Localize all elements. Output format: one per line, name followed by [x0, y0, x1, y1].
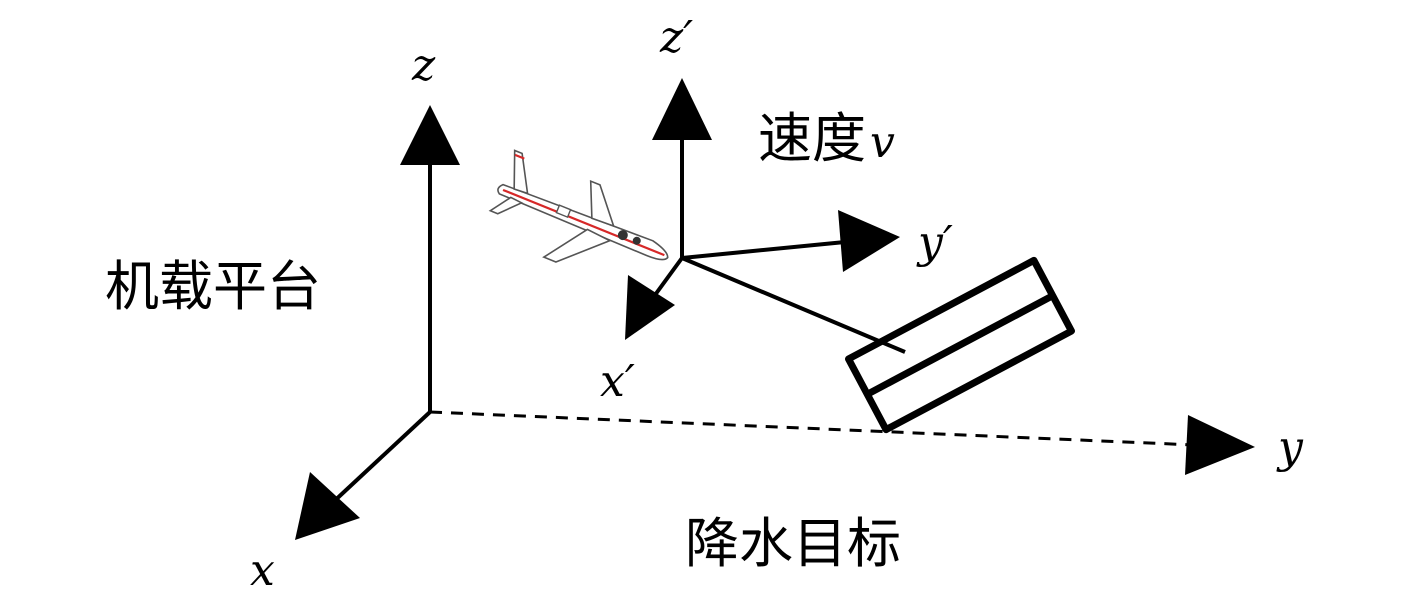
- y-axis-dashed-line: [429, 410, 1196, 447]
- ground-frame: [295, 105, 1255, 540]
- z-prime-axis-arrowhead: [652, 78, 712, 140]
- precipitation-target-shape: [845, 256, 1075, 434]
- velocity-label: 速度v: [758, 107, 895, 170]
- z-prime-axis-label: z′: [659, 12, 693, 63]
- x-axis-arrowhead: [295, 472, 360, 540]
- y-axis-label: y: [1276, 422, 1304, 473]
- y-prime-axis-label: y′: [916, 217, 953, 268]
- y-prime-axis-arrowhead: [838, 210, 900, 272]
- airplane-icon: [488, 149, 669, 263]
- platform-label: 机载平台: [105, 255, 321, 318]
- z-axis-label: z: [411, 40, 436, 91]
- x-axis-label: x: [250, 545, 275, 596]
- y-axis-arrowhead: [1185, 415, 1255, 475]
- z-axis-arrowhead: [400, 105, 460, 165]
- platform-frame: [625, 78, 906, 354]
- y-prime-axis-line: [681, 240, 846, 260]
- target-label: 降水目标: [685, 512, 901, 575]
- x-prime-axis-line: [653, 256, 684, 297]
- x-prime-axis-label: x′: [600, 356, 635, 407]
- beam-line: [681, 256, 906, 354]
- velocity-text: 速度: [758, 107, 866, 170]
- x-prime-axis-arrowhead: [625, 275, 675, 340]
- x-axis-line: [328, 410, 432, 507]
- velocity-symbol: v: [870, 117, 895, 168]
